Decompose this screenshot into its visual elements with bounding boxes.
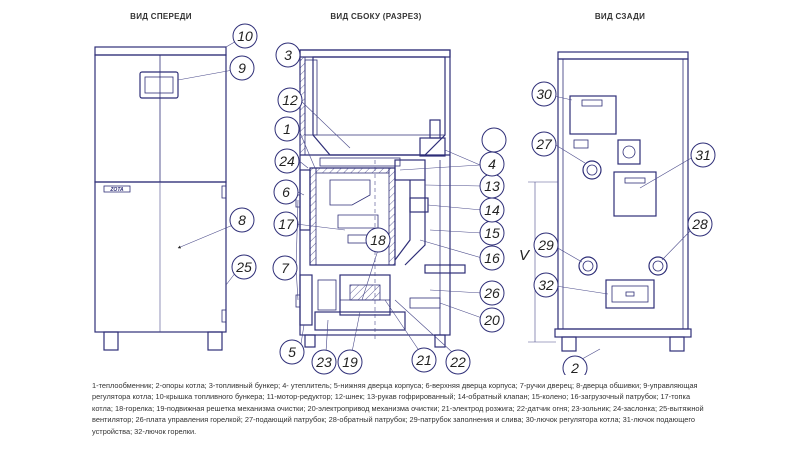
callout-22 [445, 349, 471, 375]
callout-19 [337, 349, 363, 375]
parts-legend: 1-теплообменник; 2-опоры котла; 3-топлив… [92, 381, 704, 436]
callout-5 [279, 339, 305, 365]
side-view [295, 49, 466, 348]
callout-7 [272, 255, 298, 281]
callout-26 [479, 280, 505, 306]
front-callouts: 10 9 8 25 [177, 23, 258, 286]
callout-20-label: 20 [483, 312, 500, 328]
height-dimension: V [519, 181, 558, 343]
callout-8 [229, 207, 255, 233]
side-callouts: 3 12 1 24 6 17 7 5 18 23 19 21 [272, 42, 507, 375]
callout-5-label: 5 [288, 344, 296, 360]
side-view-title: ВИД СБОКУ (РАЗРЕЗ) [330, 12, 421, 21]
callout-27-label: 27 [535, 136, 553, 152]
callout-29 [533, 232, 559, 258]
callout-32 [533, 272, 559, 298]
callout-26-label: 26 [483, 285, 500, 301]
callout-12-label: 12 [282, 92, 298, 108]
callout-2-label: 2 [570, 360, 579, 375]
callout-21 [411, 347, 437, 373]
back-view [554, 51, 692, 352]
callout-21-label: 21 [415, 352, 432, 368]
callout-20 [479, 307, 505, 333]
callout-4-label: 4 [488, 156, 496, 172]
callout-23 [311, 349, 337, 375]
callout-8-label: 8 [238, 212, 246, 228]
height-dimension-label: V [519, 247, 531, 264]
callout-24 [274, 148, 300, 174]
callout-19-label: 19 [342, 354, 358, 370]
callout-31 [690, 142, 716, 168]
callout-10-label: 10 [237, 28, 253, 44]
callout-1 [274, 116, 300, 142]
callout-1-label: 1 [283, 121, 291, 137]
callout-9 [229, 55, 255, 81]
callout-16 [479, 245, 505, 271]
callout-9-label: 9 [238, 60, 246, 76]
callout-18 [365, 227, 391, 253]
callout-15-label: 15 [484, 225, 500, 241]
callout-31-label: 31 [695, 147, 711, 163]
callout-24-label: 24 [278, 153, 295, 169]
callout-7-label: 7 [281, 260, 290, 276]
callout-6-label: 6 [282, 184, 290, 200]
callout-27 [531, 131, 557, 157]
callout-3 [275, 42, 301, 68]
front-view: ZOTA [94, 46, 227, 351]
boiler-technical-drawing: ВИД СПЕРЕДИ ВИД СБОКУ (РАЗРЕЗ) ВИД СЗАДИ… [94, 12, 716, 375]
callout-29-label: 29 [537, 237, 554, 253]
callout-28 [687, 211, 713, 237]
back-view-title: ВИД СЗАДИ [595, 12, 645, 21]
callout-10 [232, 23, 258, 49]
front-brand-mark: ZOTA [109, 187, 124, 193]
callout-14-label: 14 [484, 202, 500, 218]
callout-17-label: 17 [278, 216, 295, 232]
callout-11 [481, 127, 507, 153]
callout-28-label: 28 [691, 216, 708, 232]
callout-30-label: 30 [536, 86, 552, 102]
callout-6 [273, 179, 299, 205]
callout-17 [273, 211, 299, 237]
back-callouts: 30 27 31 28 29 32 2 [531, 81, 716, 375]
callout-18-label: 18 [370, 232, 386, 248]
callout-32-label: 32 [538, 277, 554, 293]
callout-22-label: 22 [449, 354, 466, 370]
callout-25 [231, 254, 257, 280]
callout-3-label: 3 [284, 47, 292, 63]
callout-23-label: 23 [315, 354, 332, 370]
callout-25-label: 25 [235, 259, 252, 275]
callout-16-label: 16 [484, 250, 500, 266]
callout-2 [562, 355, 588, 375]
callout-12 [277, 87, 303, 113]
front-view-title: ВИД СПЕРЕДИ [130, 12, 192, 21]
callout-13-label: 13 [484, 178, 500, 194]
callout-30 [531, 81, 557, 107]
